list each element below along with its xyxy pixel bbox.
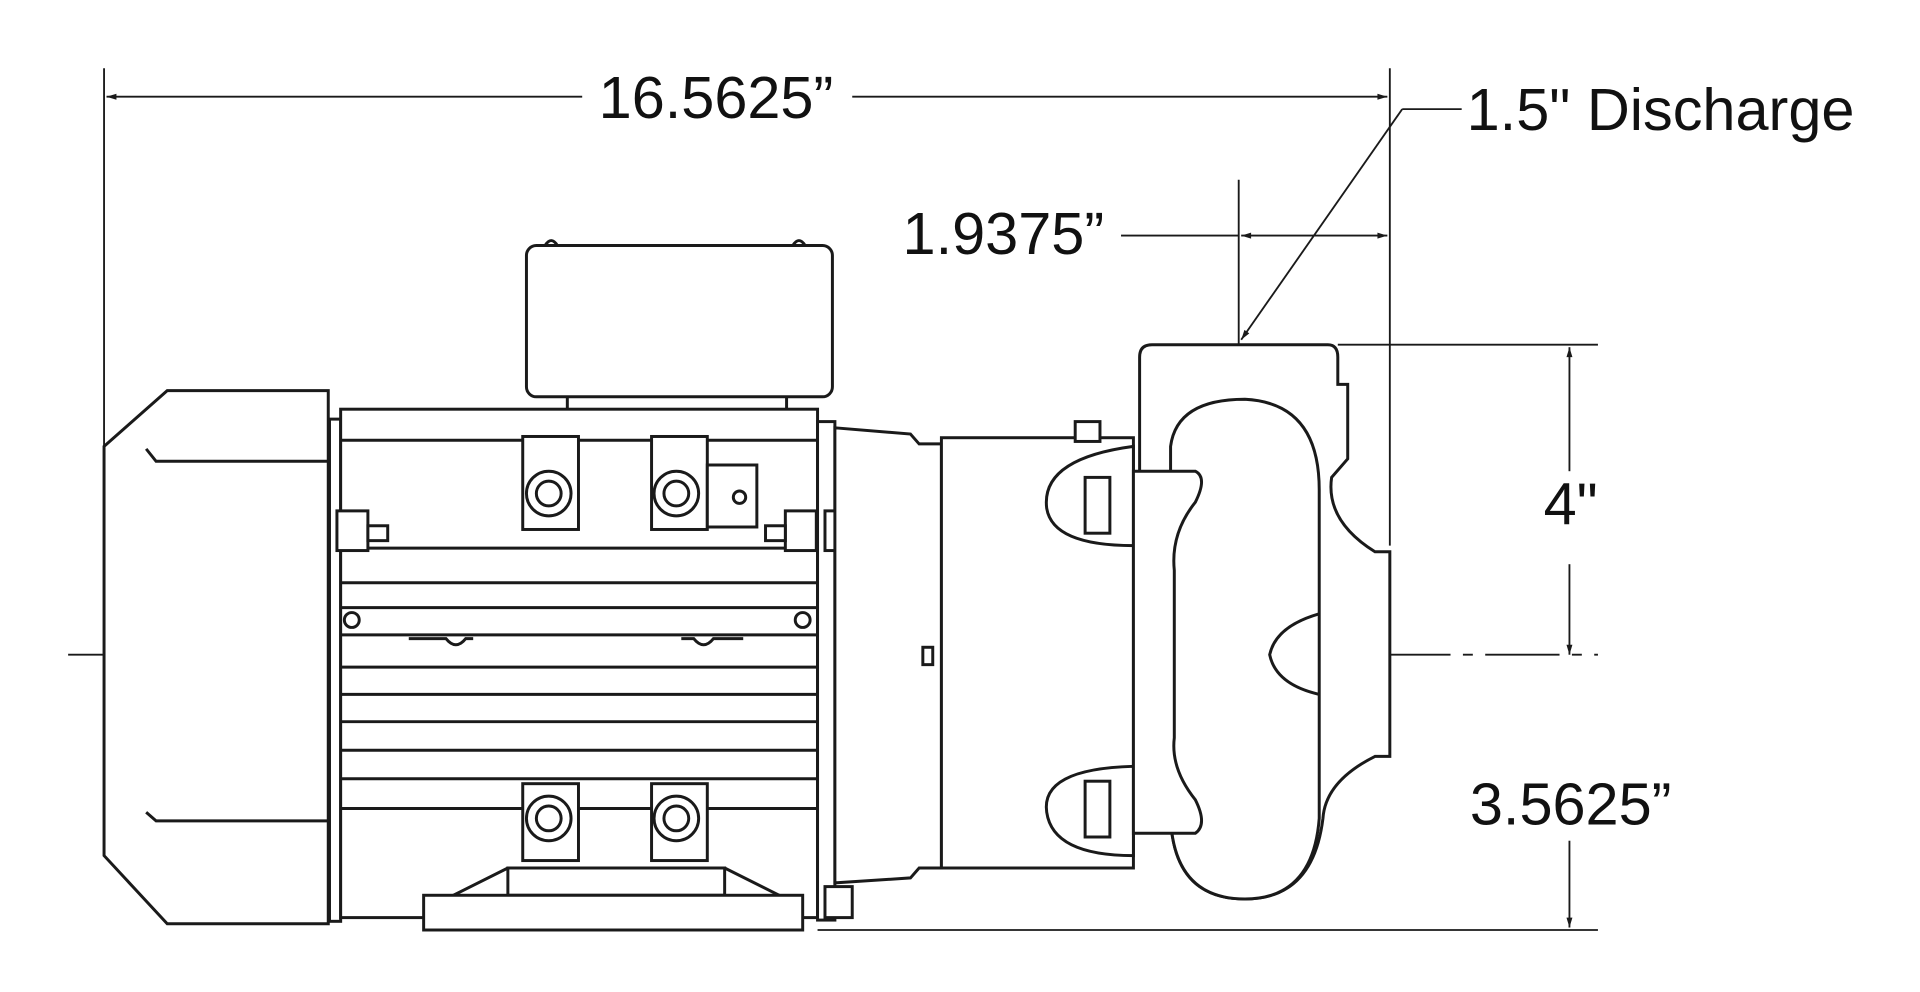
housing-height-label: 4" <box>1544 470 1598 537</box>
terminal-box <box>524 244 834 399</box>
pump-head <box>939 343 1392 901</box>
discharge-label: 1.5" Discharge <box>1467 76 1855 143</box>
centerline-height-label: 3.5625” <box>1470 771 1672 838</box>
motor <box>102 239 943 932</box>
motor-foot <box>422 893 805 932</box>
fan-cover <box>102 389 330 926</box>
overall-length-label: 16.5625” <box>599 64 834 131</box>
discharge-offset-label: 1.9375” <box>903 200 1105 267</box>
bolt-icon <box>524 469 701 843</box>
